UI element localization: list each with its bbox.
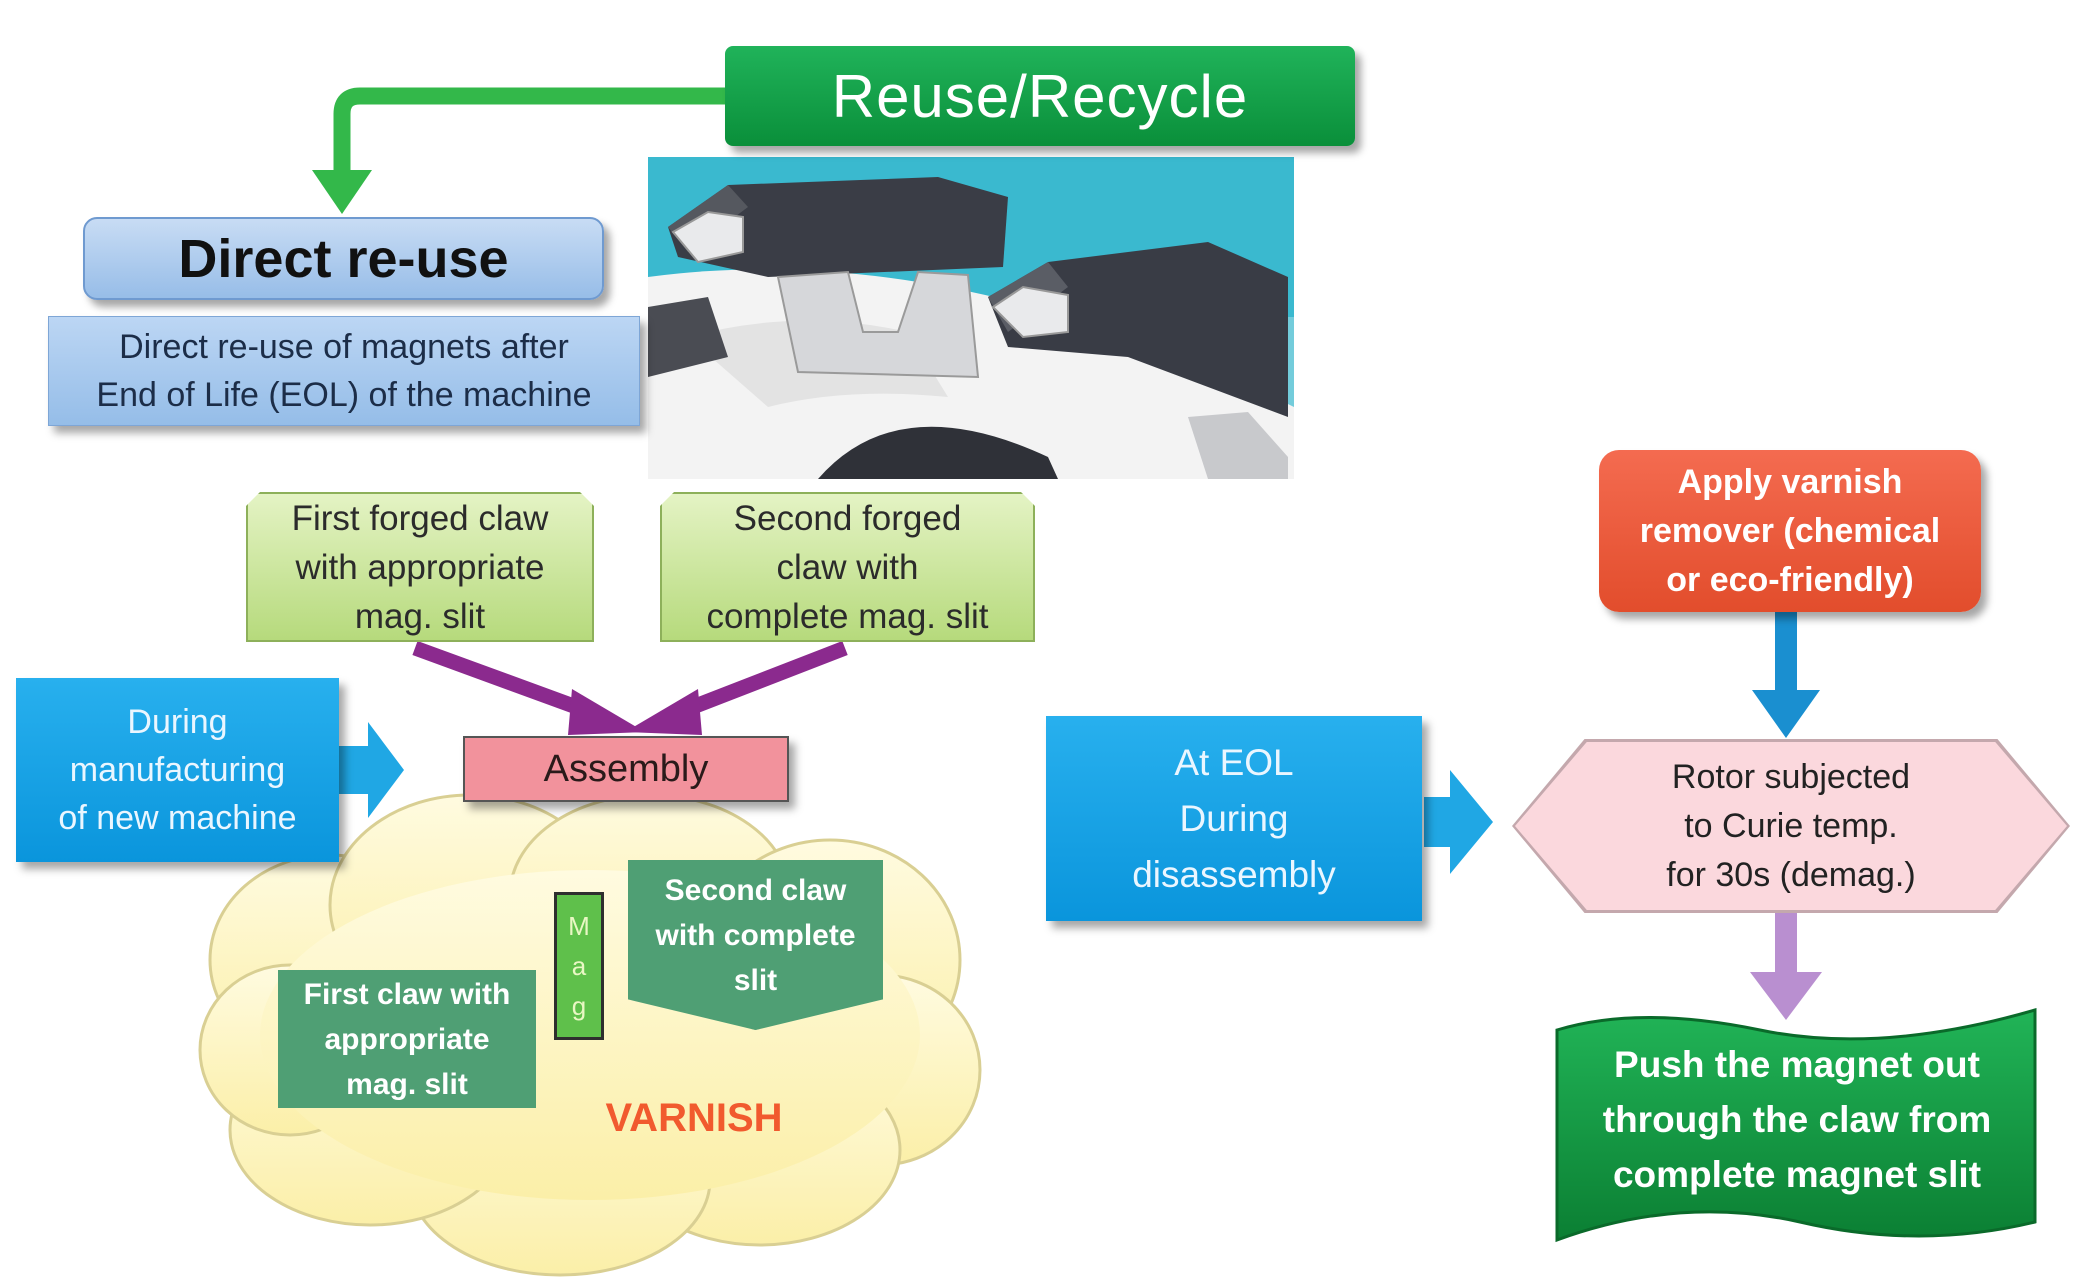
cloud-first-claw-box: First claw with appropriate mag. slit: [278, 970, 536, 1108]
manufacturing-line-3: of new machine: [58, 799, 297, 837]
rotor-line-2: to Curie temp.: [1684, 806, 1898, 845]
second-forged-claw-box: Second forged claw with complete mag. sl…: [660, 492, 1035, 642]
varnish-remover-line-1: Apply varnish: [1677, 462, 1903, 501]
cloud-second-claw-line-3: slit: [733, 963, 778, 997]
cloud-magnet-block: M a g: [554, 892, 604, 1040]
push-magnet-box: Push the magnet out through the claw fro…: [1562, 1028, 2032, 1210]
varnish-remover-line-2: remover (chemical: [1639, 511, 1941, 550]
rotor-line-3: for 30s (demag.): [1666, 855, 1916, 894]
reuse-recycle-label: Reuse/Recycle: [831, 62, 1249, 130]
claw1-to-assembly-arrowhead: [568, 689, 645, 735]
reuse-recycle-banner: Reuse/Recycle: [725, 46, 1355, 146]
rotor-line-1: Rotor subjected: [1671, 757, 1911, 796]
eol-line-2: During: [1179, 797, 1289, 839]
cloud-second-claw-line-1: Second claw: [664, 873, 847, 907]
mag-letter-a: a: [571, 951, 587, 981]
during-manufacturing-box: During manufacturing of new machine: [16, 678, 339, 862]
varnish-label: VARNISH: [605, 1096, 783, 1140]
first-forged-claw-line-1: First forged claw: [291, 498, 549, 538]
manufacturing-line-1: During: [127, 703, 228, 741]
push-line-2: through the claw from: [1602, 1098, 1992, 1140]
eol-line-1: At EOL: [1174, 741, 1294, 783]
push-line-3: complete magnet slit: [1612, 1153, 1982, 1195]
cloud-second-claw-box: Second claw with complete slit: [628, 860, 883, 1030]
mag-letter-m: M: [568, 911, 590, 941]
push-line-1: Push the magnet out: [1614, 1043, 1980, 1085]
assembly-box: Assembly: [463, 736, 789, 802]
second-forged-claw-line-2: claw with: [776, 547, 919, 587]
claw2-to-assembly-arrow: [677, 641, 848, 719]
push-magnet-banner: [1555, 1008, 2037, 1243]
cloud-first-claw-line-1: First claw with: [303, 977, 511, 1011]
direct-reuse-desc-line-1: Direct re-use of magnets after: [119, 328, 569, 366]
cloud-second-claw-line-2: with complete: [655, 918, 856, 952]
varnish-remover-box: Apply varnish remover (chemical or eco-f…: [1599, 450, 1981, 612]
claw1-to-assembly-arrow: [412, 640, 593, 720]
remover-to-rotor-arrowhead: [1752, 690, 1820, 738]
direct-reuse-description: Direct re-use of magnets after End of Li…: [48, 316, 640, 426]
cloud-first-claw-line-3: mag. slit: [346, 1067, 468, 1101]
rotor-to-push-shaft: [1775, 910, 1797, 976]
first-forged-claw-line-2: with appropriate: [295, 547, 545, 587]
direct-reuse-box: Direct re-use: [83, 217, 604, 300]
manufacturing-arrow: [339, 722, 404, 818]
cloud-first-claw-line-2: appropriate: [324, 1022, 490, 1056]
rotor-claw-photo: [648, 157, 1294, 479]
rotor-curie-box: Rotor subjected to Curie temp. for 30s (…: [1515, 742, 2067, 910]
manufacturing-line-2: manufacturing: [69, 751, 286, 789]
remover-to-rotor-shaft: [1775, 612, 1797, 694]
claw2-to-assembly-arrowhead: [625, 689, 702, 735]
reuse-to-direct-arrow: [333, 87, 728, 176]
mag-letter-g: g: [571, 991, 587, 1021]
first-forged-claw-box: First forged claw with appropriate mag. …: [246, 492, 594, 642]
second-forged-claw-line-1: Second forged: [733, 498, 962, 538]
assembly-label: Assembly: [543, 747, 709, 790]
second-forged-claw-line-3: complete mag. slit: [706, 596, 989, 636]
direct-reuse-desc-line-2: End of Life (EOL) of the machine: [96, 376, 592, 414]
eol-line-3: disassembly: [1132, 853, 1336, 895]
direct-reuse-title: Direct re-use: [178, 228, 509, 289]
reuse-to-direct-arrowhead: [312, 170, 372, 214]
eol-arrow: [1424, 770, 1493, 874]
rotor-to-push-arrowhead: [1750, 972, 1822, 1020]
varnish-remover-line-3: or eco-friendly): [1666, 560, 1914, 599]
at-eol-box: At EOL During disassembly: [1046, 716, 1422, 921]
first-forged-claw-line-3: mag. slit: [354, 596, 486, 636]
